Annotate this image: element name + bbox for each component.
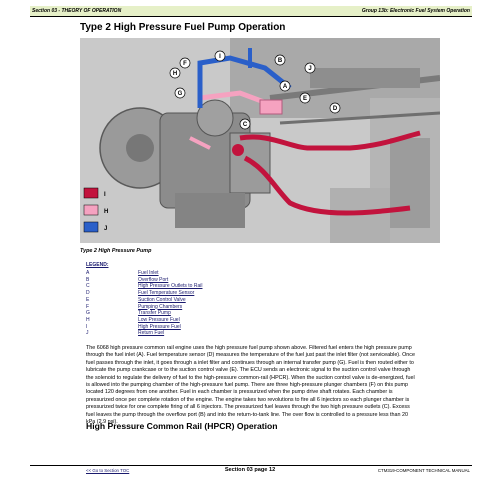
callout-g-label: G bbox=[178, 91, 183, 97]
legend-key: I bbox=[86, 323, 88, 330]
legend-key: C bbox=[86, 283, 90, 290]
callout-j bbox=[304, 62, 316, 74]
legend-row: B Overflow Port bbox=[86, 277, 276, 284]
callout-i-label: I bbox=[219, 54, 221, 60]
callout-h bbox=[169, 67, 181, 79]
legend-key: A bbox=[86, 270, 90, 276]
callout-c-label: C bbox=[243, 122, 248, 128]
legend-row: E Suction Control Valve bbox=[86, 297, 276, 304]
key-return-swatch bbox=[83, 221, 99, 233]
engine-lower-block bbox=[330, 188, 390, 243]
legend-label[interactable]: Return Fuel bbox=[138, 330, 165, 337]
header-group-title: Group 13b: Electronic Fuel System Operat… bbox=[361, 8, 470, 14]
legend-label[interactable]: Pumping Chambers bbox=[138, 303, 183, 310]
callout-b-label: B bbox=[278, 58, 283, 64]
legend-label[interactable]: Fuel Temperature Sensor bbox=[138, 290, 195, 297]
legend-label[interactable]: High Pressure Outlets to Rail bbox=[138, 283, 203, 290]
legend-key: G bbox=[86, 310, 90, 317]
return-fuel-line bbox=[197, 55, 292, 108]
injector-bank bbox=[310, 68, 420, 88]
go-to-toc-link[interactable]: << Go to Section TOC bbox=[86, 468, 130, 473]
legend-row: C High Pressure Outlets to Rail bbox=[86, 283, 276, 290]
legend-key: H bbox=[86, 316, 90, 323]
legend-key: D bbox=[86, 290, 90, 297]
key-high-pressure-swatch bbox=[83, 187, 99, 199]
legend-row: J Return Fuel bbox=[86, 330, 276, 337]
page-number: Section 03 page 12 bbox=[224, 467, 276, 473]
suction-control-valve-cap bbox=[196, 99, 234, 137]
callout-d-label: D bbox=[333, 106, 338, 112]
key-low-pressure-letter: H bbox=[104, 209, 108, 215]
header-section-title: Section 03 - THEORY OF OPERATION bbox=[32, 8, 122, 14]
callout-h-label: H bbox=[173, 71, 177, 77]
callout-e bbox=[299, 92, 311, 104]
pump-illustration: A B C D E F G H I J I H J bbox=[80, 38, 440, 243]
callout-c bbox=[239, 118, 251, 130]
header-rule bbox=[30, 16, 472, 17]
legend-row: G Transfer Pump bbox=[86, 310, 276, 317]
low-pressure-line-lower bbox=[189, 136, 211, 150]
legend-row: H Low Pressure Fuel bbox=[86, 317, 276, 324]
pump-base bbox=[175, 193, 245, 228]
callout-i bbox=[214, 50, 226, 62]
key-low-pressure-swatch bbox=[83, 204, 99, 216]
callout-f-label: F bbox=[183, 61, 187, 67]
legend-label[interactable]: High Pressure Fuel bbox=[138, 323, 181, 330]
callout-a-label: A bbox=[283, 84, 288, 90]
legend-label[interactable]: Suction Control Valve bbox=[138, 296, 186, 303]
key-return-letter: J bbox=[104, 226, 107, 232]
legend-row: F Pumping Chambers bbox=[86, 304, 276, 311]
callout-letters: A B C D E F G H I J bbox=[169, 50, 341, 130]
low-pressure-fitting bbox=[259, 99, 283, 115]
flow-color-key: I H J bbox=[83, 187, 108, 233]
manual-title: CTM319-COMPONENT TECHNICAL MANUAL bbox=[377, 468, 470, 473]
legend-row: A Fuel Inlet bbox=[86, 270, 276, 277]
legend-label[interactable]: Fuel Inlet bbox=[138, 270, 159, 276]
section-heading: High Pressure Common Rail (HPCR) Operati… bbox=[86, 421, 278, 431]
high-pressure-line-upper bbox=[239, 130, 421, 151]
legend-title: LEGEND: bbox=[86, 262, 109, 268]
legend-label[interactable]: Transfer Pump bbox=[138, 310, 171, 317]
legend: LEGEND: A Fuel Inlet B Overflow Port C High… bbox=[86, 262, 276, 337]
page-title: Type 2 High Pressure Fuel Pump Operation bbox=[80, 22, 286, 33]
callout-f bbox=[179, 57, 191, 69]
legend-label[interactable]: Low Pressure Fuel bbox=[138, 316, 180, 323]
engine-bracket bbox=[390, 138, 430, 228]
legend-key: J bbox=[86, 330, 89, 337]
legend-label[interactable]: Overflow Port bbox=[138, 276, 169, 283]
legend-key: F bbox=[86, 303, 90, 310]
legend-row: I High Pressure Fuel bbox=[86, 324, 276, 331]
key-high-pressure-letter: I bbox=[104, 192, 106, 198]
figure-caption: Type 2 High Pressure Pump bbox=[80, 248, 152, 254]
legend-key: E bbox=[86, 296, 90, 303]
body-paragraph: The 6068 high pressure common rail engin… bbox=[86, 345, 415, 426]
callout-j-label: J bbox=[308, 66, 311, 72]
high-pressure-line-lower bbox=[243, 155, 411, 216]
callout-d bbox=[329, 102, 341, 114]
legend-key: B bbox=[86, 276, 90, 283]
callout-e-label: E bbox=[303, 96, 307, 102]
legend-row: D Fuel Temperature Sensor bbox=[86, 290, 276, 297]
callout-b bbox=[274, 54, 286, 66]
header-bar bbox=[30, 6, 472, 16]
callout-g bbox=[174, 87, 186, 99]
pump-shaft bbox=[126, 134, 154, 162]
engine-harness bbox=[279, 111, 440, 125]
high-pressure-outlet-fitting bbox=[232, 144, 244, 156]
footer-rule bbox=[30, 465, 472, 466]
callout-a bbox=[279, 80, 291, 92]
